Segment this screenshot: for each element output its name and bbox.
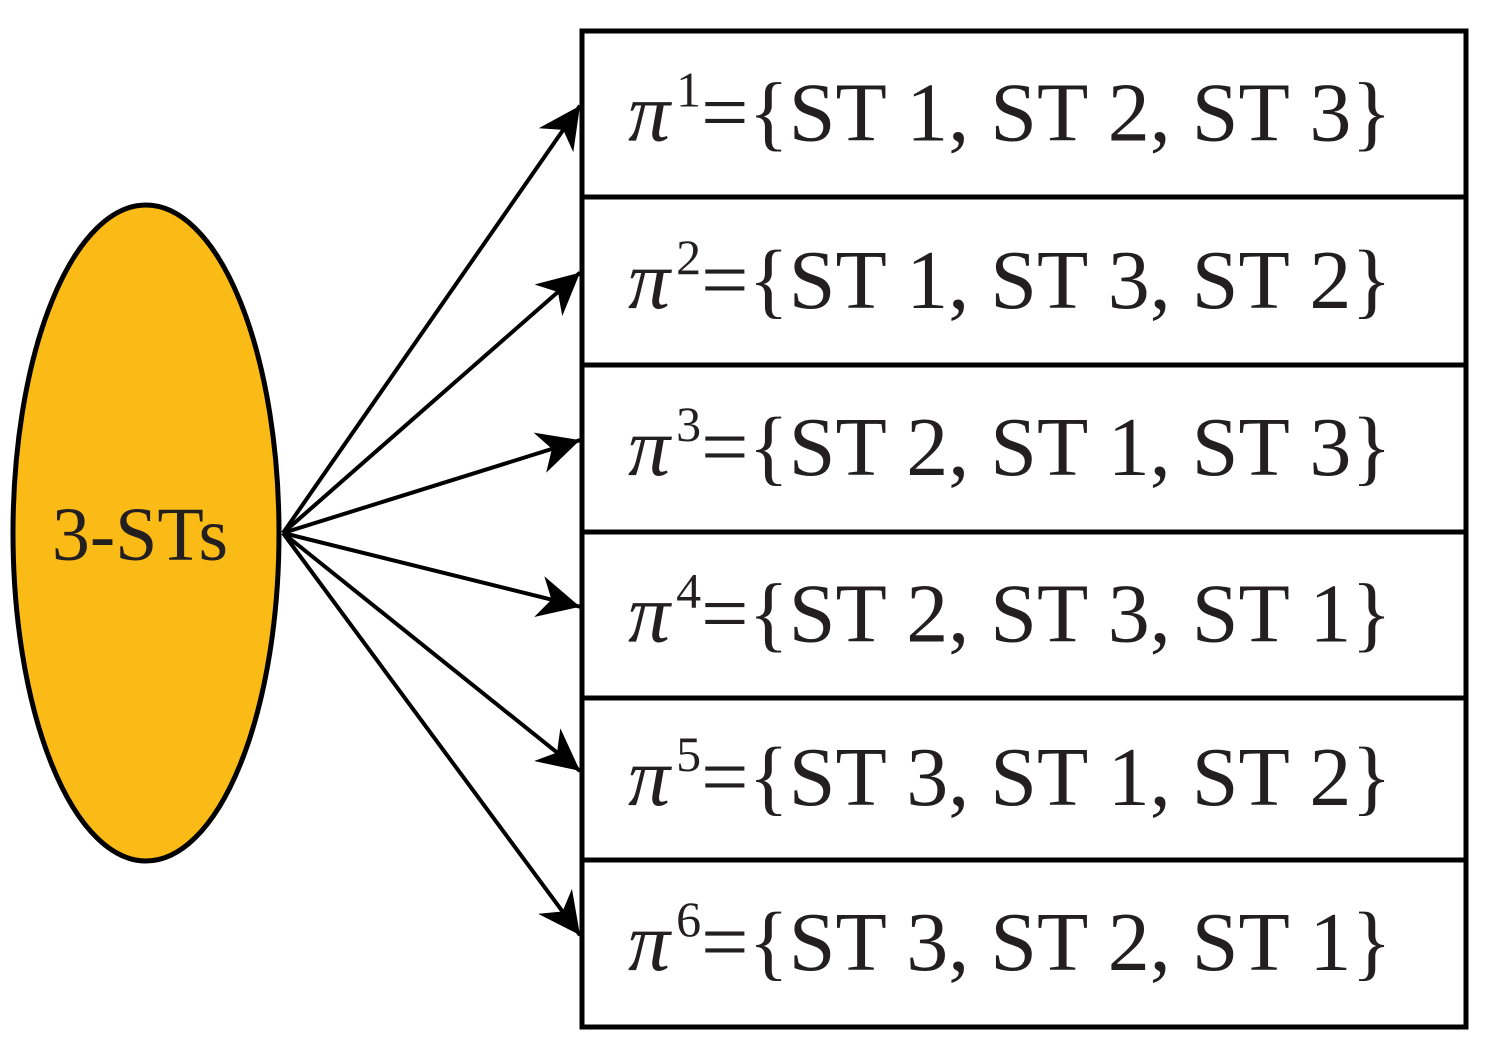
equals-sign: = bbox=[701, 896, 748, 989]
permutation-index: 5 bbox=[676, 726, 701, 782]
equals-sign: = bbox=[701, 234, 748, 327]
equals-sign: = bbox=[701, 67, 748, 160]
source-label: 3-STs bbox=[52, 493, 228, 577]
source-node bbox=[10, 202, 282, 864]
permutation-index: 2 bbox=[676, 229, 701, 285]
arrows bbox=[281, 104, 582, 937]
permutation-set: {ST 1, ST 2, ST 3} bbox=[748, 67, 1391, 160]
pi-symbol: π bbox=[628, 234, 673, 327]
arrow-to-row-5 bbox=[281, 531, 582, 773]
permutation-row-2 bbox=[579, 194, 1469, 368]
permutation-index: 1 bbox=[676, 62, 701, 118]
pi-symbol: π bbox=[628, 401, 673, 494]
arrow-to-row-3 bbox=[282, 432, 581, 535]
permutation-index: 3 bbox=[676, 396, 701, 452]
pi-symbol: π bbox=[628, 896, 673, 989]
permutation-set: {ST 1, ST 3, ST 2} bbox=[748, 234, 1391, 327]
permutation-row-3 bbox=[579, 362, 1469, 535]
equals-sign: = bbox=[701, 731, 748, 824]
permutation-row-6 bbox=[579, 857, 1469, 1030]
equals-sign: = bbox=[701, 401, 748, 494]
arrow-to-row-6 bbox=[281, 531, 582, 937]
permutation-index: 4 bbox=[676, 563, 701, 619]
pi-symbol: π bbox=[628, 731, 673, 824]
permutation-set: {ST 2, ST 1, ST 3} bbox=[748, 401, 1391, 494]
arrow-to-row-1 bbox=[281, 104, 582, 535]
arrow-to-row-4 bbox=[282, 531, 581, 617]
permutation-index: 6 bbox=[676, 891, 701, 947]
pi-symbol: π bbox=[628, 568, 673, 661]
permutation-set: {ST 2, ST 3, ST 1} bbox=[748, 568, 1391, 661]
pi-symbol: π bbox=[628, 67, 673, 160]
permutation-set: {ST 3, ST 2, ST 1} bbox=[748, 896, 1391, 989]
permutation-row-4 bbox=[579, 529, 1469, 701]
equals-sign: = bbox=[701, 568, 748, 661]
arrow-to-row-2 bbox=[281, 271, 582, 535]
permutation-row-5 bbox=[579, 695, 1469, 863]
permutation-set: {ST 3, ST 1, ST 2} bbox=[748, 731, 1391, 824]
